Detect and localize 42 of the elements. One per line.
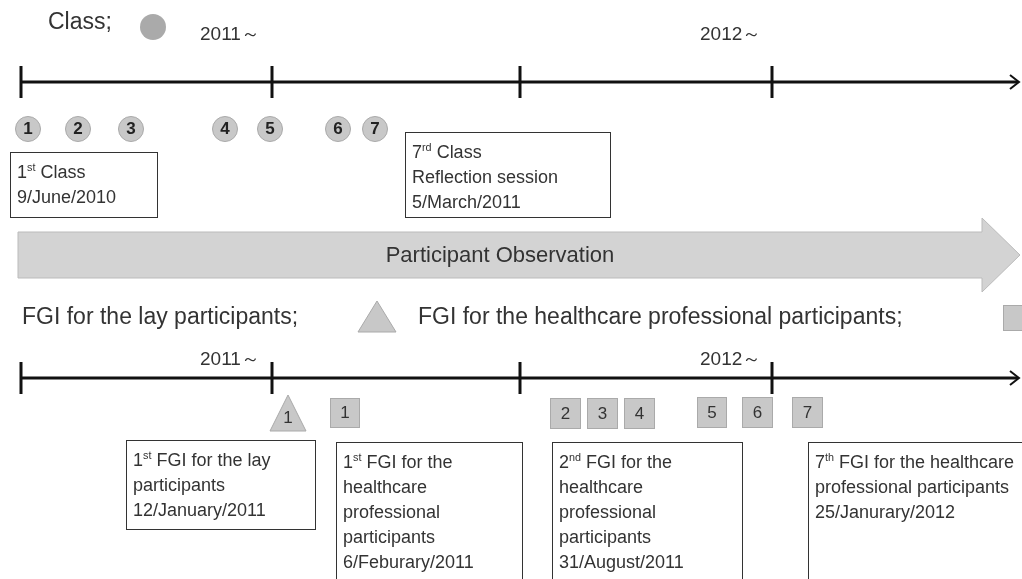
year-label: 2011～ [200,347,260,371]
number-badge: 4 [212,116,238,142]
box-text: 1$^{st}$ FGI for the lay participants [133,448,272,497]
number-badge: 1 [15,116,41,142]
legend-text: FGI for the lay participants; [22,303,299,330]
timeline-arrow: Participant Observation [18,218,1020,292]
number-badge: 4 [624,398,655,429]
number-badge: 7 [362,116,388,142]
box-text: 31/August/2011 [559,551,685,574]
text-box [808,442,1022,579]
year-label: 2011～ [200,22,260,46]
number-triangle: 1 [270,395,306,431]
box-text: 1$^{st}$ Class [17,160,87,184]
box-text: 6/Feburary/2011 [343,551,475,574]
number-badge: 2 [65,116,91,142]
text-box [10,152,158,218]
number-badge: 5 [697,397,727,428]
number-badge: 2 [550,398,581,429]
number-badge: 6 [742,397,773,428]
text-box [336,442,523,579]
year-label: 2012～ [700,347,762,371]
text-box [126,440,316,530]
number-badge: 3 [118,116,144,142]
legend-text: Class; [48,8,112,35]
box-text: 7$^{rd}$ Class [412,140,483,164]
box-text: 25/Janurary/2012 [815,501,957,524]
box-text: Reflection session [412,166,560,189]
text-box [552,442,743,579]
legend-text: FGI for the healthcare professional participants; [418,303,903,330]
box-text: 5/March/2011 [412,191,522,214]
box-text: 1$^{st}$ FGI for the healthcare professional participants [343,450,454,549]
number-badge: 3 [587,398,618,429]
text-box [405,132,611,218]
box-text: 7$^{th}$ FGI for the healthcare professional participants [815,450,1016,499]
number-badge: 5 [257,116,283,142]
number-badge: 7 [792,397,823,428]
number-badge: 1 [330,398,360,428]
box-text: 9/June/2010 [17,186,118,209]
number-badge: 6 [325,116,351,142]
year-label: 2012～ [700,22,762,46]
box-text: 2$^{nd}$ FGI for the healthcare professional participants [559,450,674,549]
box-text: 12/January/2011 [133,499,267,522]
